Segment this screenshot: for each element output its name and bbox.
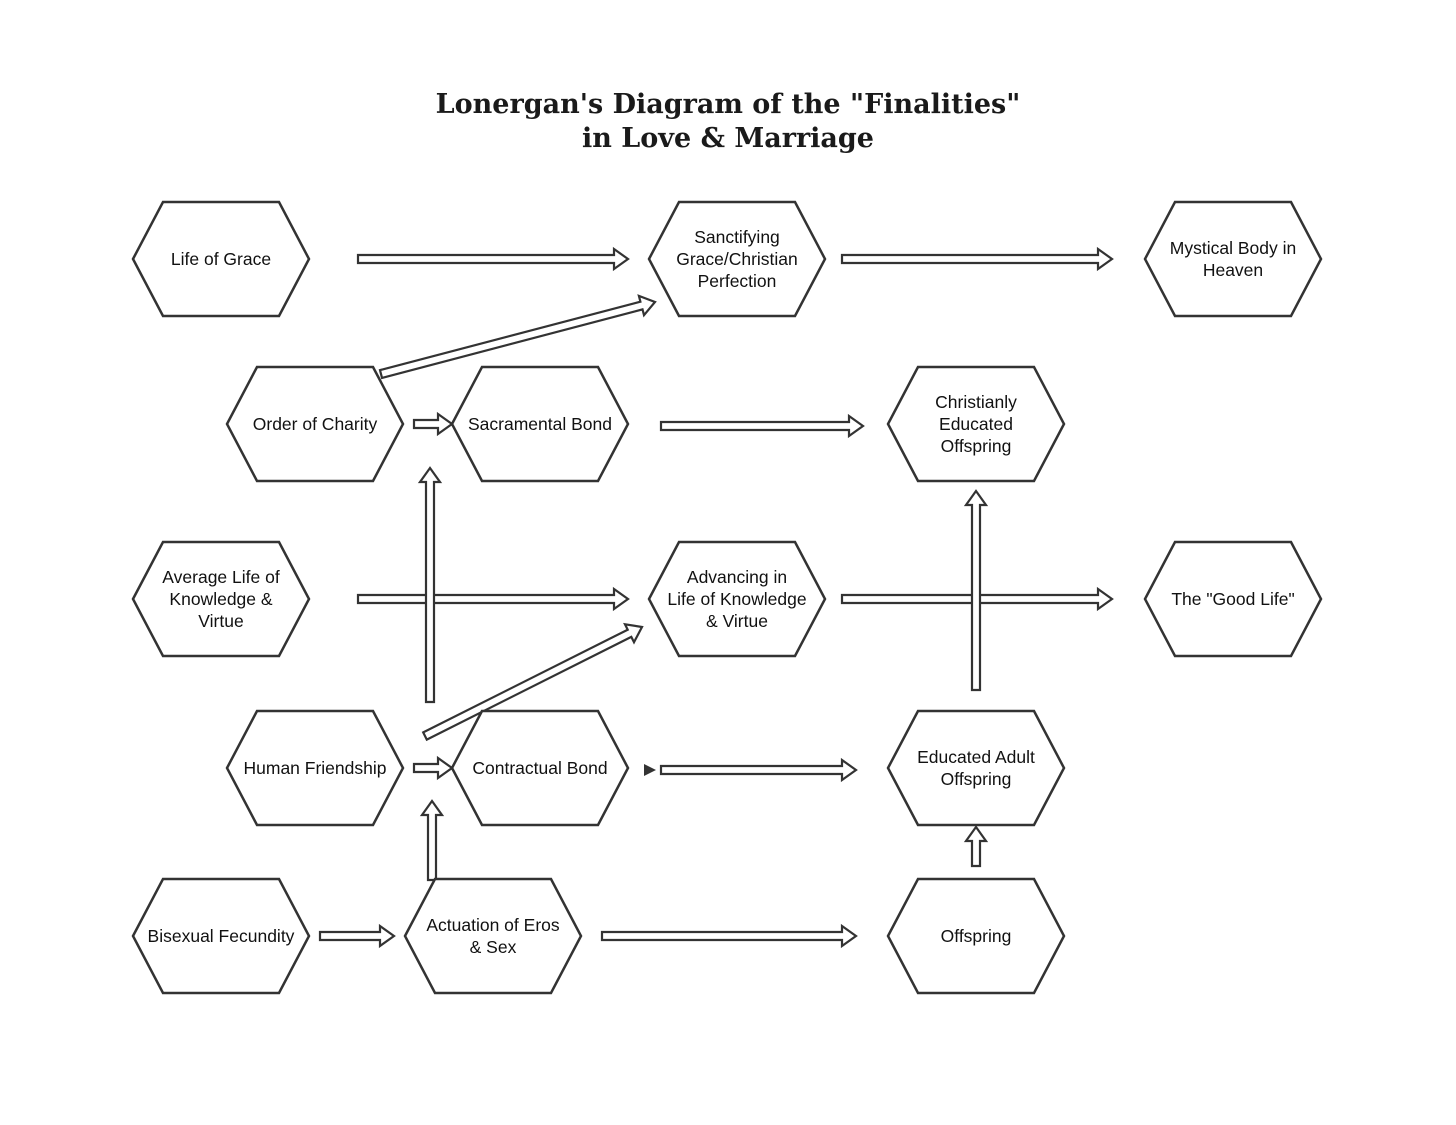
arrow-sacramental-bond-to-christianly-educated (659, 413, 865, 439)
hexagon-shape (886, 365, 1066, 483)
node-label: Educated Adult (917, 747, 1035, 767)
node-label: Advancing in (687, 567, 787, 587)
node-label: Mystical Body in (1170, 238, 1296, 258)
hexagon-shape (1143, 200, 1323, 318)
node-offspring: Offspring (886, 877, 1066, 995)
node-contractual-bond: Contractual Bond (450, 709, 630, 827)
node-label: Educated (939, 414, 1013, 434)
arrow-actuation-to-contractual-bond (419, 799, 445, 882)
node-label: Heaven (1203, 260, 1263, 280)
hexagon-shape (131, 877, 311, 995)
node-label: Actuation of Eros (426, 915, 560, 935)
hexagon-shape (225, 365, 405, 483)
arrow-order-of-charity-to-sacramental-bond (412, 411, 454, 437)
node-actuation: Actuation of Eros& Sex (403, 877, 583, 995)
node-human-friendship: Human Friendship (225, 709, 405, 827)
hexagon-shape (131, 540, 311, 658)
hexagon-shape (131, 200, 311, 318)
arrow-tail-marker (644, 764, 656, 776)
node-label: Offspring (941, 769, 1012, 789)
arrow-human-friendship-to-contractual-bond (412, 755, 454, 781)
node-label: Offspring (941, 926, 1012, 946)
arrow-actuation-to-offspring (600, 923, 858, 949)
hexagon-shape (225, 709, 405, 827)
hexagon-shape (647, 540, 827, 658)
node-label: Sanctifying (694, 227, 780, 247)
node-label: Christianly (935, 392, 1017, 412)
node-label: Life of Grace (171, 249, 271, 269)
node-life-of-grace: Life of Grace (131, 200, 311, 318)
arrow-educated-adult-to-christianly-educated (963, 489, 989, 692)
arrow-human-friendship-to-order-of-charity (417, 466, 443, 704)
node-label: Contractual Bond (472, 758, 607, 778)
node-label: Grace/Christian (676, 249, 798, 269)
node-label: Offspring (941, 436, 1012, 456)
nodes-layer: Life of Grace SanctifyingGrace/ChristianP… (131, 200, 1323, 995)
title-line-2: in Love & Marriage (582, 123, 874, 154)
arrow-bisexual-fecundity-to-actuation (318, 923, 396, 949)
hexagon-shape (403, 877, 583, 995)
hexagon-shape (647, 200, 827, 318)
arrow-sanctifying-to-mystical-body (840, 246, 1114, 272)
node-label: Virtue (198, 611, 243, 631)
hexagon-shape (886, 709, 1066, 827)
node-sacramental-bond: Sacramental Bond (450, 365, 630, 483)
title-line-1: Lonergan's Diagram of the "Finalities" (435, 89, 1021, 120)
node-label: Bisexual Fecundity (148, 926, 295, 946)
arrow-offspring-to-educated-adult (963, 825, 989, 868)
node-label: Perfection (698, 271, 777, 291)
arrow-average-life-to-advancing (356, 586, 630, 612)
node-bisexual-fecundity: Bisexual Fecundity (131, 877, 311, 995)
hexagon-shape (886, 877, 1066, 995)
arrow-human-friendship-to-advancing (421, 622, 644, 742)
arrow-order-of-charity-to-sanctifying (378, 294, 657, 380)
hexagon-shape (1143, 540, 1323, 658)
node-label: Sacramental Bond (468, 414, 612, 434)
node-good-life: The "Good Life" (1143, 540, 1323, 658)
arrow-contractual-bond-to-educated-adult (659, 757, 858, 783)
arrows-layer (318, 246, 1114, 949)
node-order-of-charity: Order of Charity (225, 365, 405, 483)
node-label: Human Friendship (244, 758, 387, 778)
node-label: & Virtue (706, 611, 768, 631)
hexagon-shape (450, 709, 630, 827)
diagram-title: Lonergan's Diagram of the "Finalities" i… (0, 88, 1456, 156)
node-label: The "Good Life" (1171, 589, 1294, 609)
hexagon-shape (450, 365, 630, 483)
node-label: & Sex (470, 937, 517, 957)
node-label: Knowledge & (169, 589, 272, 609)
arrow-life-of-grace-to-sanctifying (356, 246, 630, 272)
node-label: Average Life of (162, 567, 280, 587)
node-label: Life of Knowledge (667, 589, 806, 609)
node-label: Order of Charity (253, 414, 378, 434)
